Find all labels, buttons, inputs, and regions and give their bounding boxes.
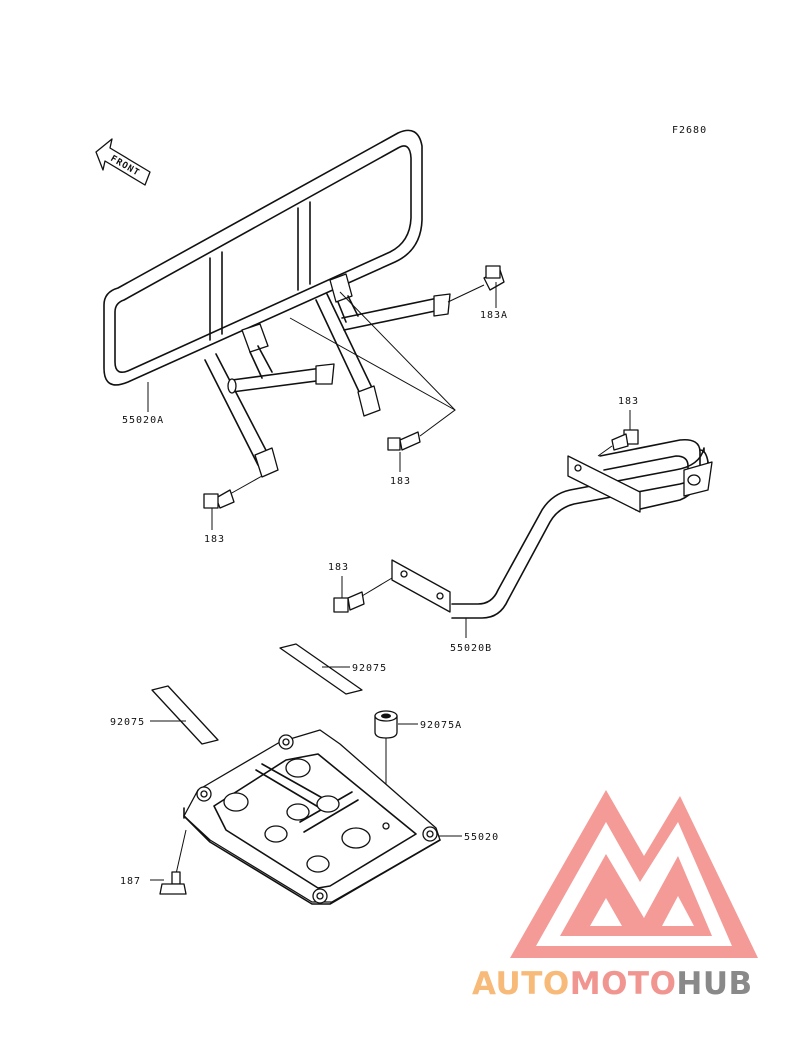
bolt-183-right-icon <box>597 429 639 457</box>
callout-183-right: 183 <box>618 396 639 407</box>
callout-92075-upper: 92075 <box>352 663 387 674</box>
cushion-92075A-icon <box>374 710 398 739</box>
callout-183-mid: 183 <box>328 562 349 573</box>
callout-187: 187 <box>120 876 141 887</box>
callout-92075-left: 92075 <box>110 717 145 728</box>
bolt-183-mid-icon <box>333 577 393 613</box>
front-arrow-icon: FRONT <box>95 138 151 186</box>
pad-92075-upper <box>279 643 363 695</box>
callout-183-left: 183 <box>204 534 225 545</box>
callout-92075A: 92075A <box>420 720 462 731</box>
front-rack-55020A <box>103 129 451 478</box>
automotohub-logo: AUTOMOTOHUB <box>472 790 758 1002</box>
bolt-183A-icon <box>447 265 505 303</box>
rear-rack-55020B <box>391 438 713 619</box>
skid-plate-55020 <box>183 729 441 905</box>
watermark-hub: HUB <box>676 966 752 1002</box>
callout-55020: 55020 <box>464 832 499 843</box>
callout-183-center: 183 <box>390 476 411 487</box>
callout-55020B: 55020B <box>450 643 492 654</box>
callout-55020A: 55020A <box>122 415 164 426</box>
bolt-183-center-icon <box>387 431 421 451</box>
callout-183A: 183A <box>480 310 508 321</box>
watermark-moto: MOTO <box>570 966 677 1002</box>
svg-text:AUTOMOTOHUB: AUTOMOTOHUB <box>472 966 753 1002</box>
bolt-187-icon <box>159 829 187 895</box>
pad-92075-left <box>151 685 219 745</box>
watermark-auto: AUTO <box>472 966 570 1002</box>
bolt-183-left-icon <box>203 475 263 509</box>
figure-code: F2680 <box>672 125 707 136</box>
